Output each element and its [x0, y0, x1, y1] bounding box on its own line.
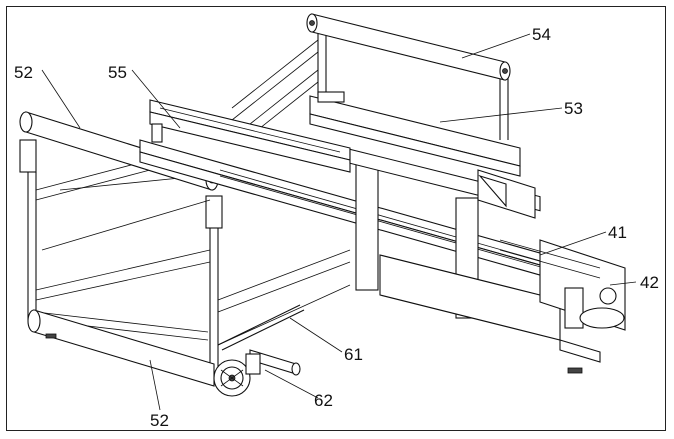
label-62: 62	[314, 391, 333, 410]
roller-52-bottom	[27, 309, 215, 387]
label-55: 55	[108, 63, 127, 82]
label-52-bottom: 52	[150, 411, 169, 430]
label-61: 61	[344, 345, 363, 364]
leader-lines	[41, 33, 637, 411]
shaft-61	[217, 304, 305, 351]
label-52-top: 52	[14, 63, 33, 82]
beam-55	[149, 99, 351, 173]
label-53: 53	[564, 99, 583, 118]
label-42: 42	[640, 273, 659, 292]
rear-upper-frame	[231, 22, 509, 141]
label-41: 41	[608, 223, 627, 242]
drive-62	[213, 349, 301, 397]
board-53	[309, 91, 521, 177]
figure-border	[6, 6, 666, 431]
base-structure	[379, 239, 626, 374]
left-gantry	[19, 139, 351, 372]
label-54: 54	[532, 25, 551, 44]
roller-54	[306, 13, 511, 81]
